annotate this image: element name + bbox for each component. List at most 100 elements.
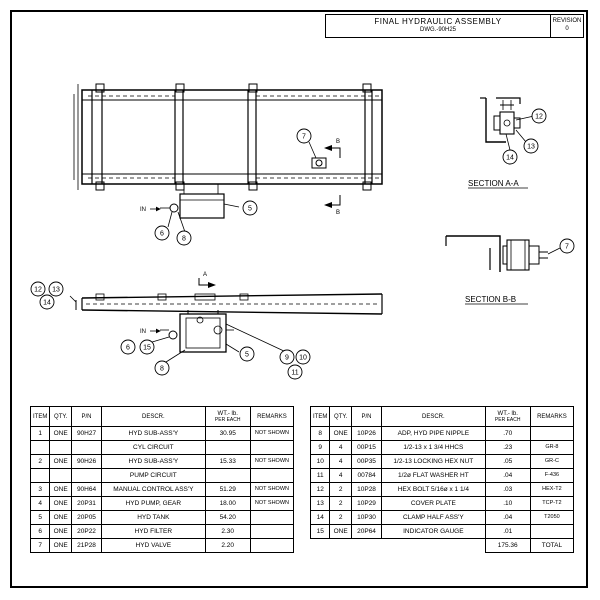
section-b-label: SECTION B-B	[465, 295, 516, 304]
balloon-5-top: 5	[248, 206, 252, 213]
drawing-border	[10, 10, 588, 588]
section-marker-b-top	[324, 145, 341, 208]
bom-cell-remarks	[249, 524, 295, 539]
bom-cell-remarks	[529, 524, 575, 539]
bom-cell-pn: 20P22	[70, 524, 103, 539]
bom-cell-descr: ADP, HYD PIPE NIPPLE	[381, 426, 486, 441]
bom-cell-qty: 4	[329, 454, 352, 469]
balloon-5-bottom: 5	[245, 352, 249, 359]
bom-cell-wt: .01	[484, 524, 531, 539]
bom-cell-remarks: NOT SHOWN	[249, 496, 295, 511]
bom-cell-pn: 21P28	[70, 538, 103, 553]
bom-header-row: ITEM QTY. P/N DESCR. WT.- lb.PER EACH RE…	[309, 406, 575, 427]
bom-cell-wt: .05	[484, 454, 531, 469]
bom-cell-wt: 15.33	[204, 454, 251, 469]
bom-cell-item	[29, 468, 51, 483]
bom-cell-item	[29, 440, 51, 455]
bom-cell-descr: CYL CIRCUIT	[101, 440, 206, 455]
bom-cell-remarks: HEX-T2	[529, 482, 575, 497]
bom-cell-pn: 00P35	[350, 454, 383, 469]
header-wt: WT.- lb.PER EACH	[204, 406, 251, 427]
header-pn: P/N	[350, 406, 383, 427]
header-descr: DESCR.	[101, 406, 206, 427]
assembly-drawing: SECTION A-A SECTION B-B IN IN A B B	[30, 83, 575, 380]
bom-cell-descr: 1/2-13 x 1 3/4 HHCS	[381, 440, 486, 455]
bom-cell-descr: PUMP CIRCUIT	[101, 468, 206, 483]
bom-cell-remarks	[249, 468, 295, 483]
bom-cell-pn: 00P15	[350, 440, 383, 455]
bom-row: PUMP CIRCUIT	[29, 468, 295, 483]
bom-cell-remarks: GR-C	[529, 454, 575, 469]
bom-cell-descr: HYD PUMP, GEAR	[101, 496, 206, 511]
section-arrow-a: A	[203, 272, 207, 278]
bom-header-row: ITEM QTY. P/N DESCR. WT.- lb.PER EACH RE…	[29, 406, 295, 427]
inlet-label-top: IN	[140, 207, 146, 213]
bom-cell-descr: CLAMP HALF ASS'Y	[381, 510, 486, 525]
header-item: ITEM	[29, 406, 51, 427]
bom-cell-wt: 54.20	[204, 510, 251, 525]
bom-cell-descr: HYD SUB-ASS'Y	[101, 426, 206, 441]
balloon-14-section: 14	[506, 155, 514, 162]
bom-cell-descr: INDICATOR GAUGE	[381, 524, 486, 539]
bom-cell-wt: 51.29	[204, 482, 251, 497]
bom-cell-wt: .03	[484, 482, 531, 497]
section-a-a-drawing	[480, 97, 521, 143]
bom-cell-qty: ONE	[49, 426, 72, 441]
balloon-6-top: 6	[160, 231, 164, 238]
revision-label: REVISION	[552, 18, 582, 24]
bom-cell-qty: ONE	[49, 510, 72, 525]
bom-cell-descr: 1/2-13 LOCKING HEX NUT	[381, 454, 486, 469]
balloon-6-bottom: 6	[126, 345, 130, 352]
balloon-12-side: 12	[34, 287, 42, 294]
balloon-14-side: 14	[43, 300, 51, 307]
bom-cell-descr: HYD VALVE	[101, 538, 206, 553]
bom-cell-item: 9	[309, 440, 331, 455]
leader-lines	[69, 115, 561, 363]
bom-cell-remarks: TCP-T2	[529, 496, 575, 511]
bom-cell-wt: .10	[484, 496, 531, 511]
bom-cell-item: 5	[29, 510, 51, 525]
bom-cell-descr: HYD FILTER	[101, 524, 206, 539]
balloon-7-top: 7	[302, 134, 306, 141]
revision-value: 0	[565, 26, 569, 32]
bom-cell-remarks: T2050	[529, 510, 575, 525]
balloons	[30, 108, 575, 380]
bom-cell-item: 2	[29, 454, 51, 469]
bom-cell-remarks	[249, 440, 295, 455]
bom-cell-descr: HEX BOLT 5/16ø x 1 1/4	[381, 482, 486, 497]
bom-cell-item: 6	[29, 524, 51, 539]
title-main: FINAL HYDRAULIC ASSEMBLY DWG.-90H25	[326, 15, 551, 37]
bom-table-right: ITEM QTY. P/N DESCR. WT.- lb.PER EACH RE…	[309, 406, 575, 553]
header-qty: QTY.	[329, 406, 352, 427]
side-view-frame	[75, 293, 383, 353]
header-remarks: REMARKS	[529, 406, 575, 427]
bom-cell-wt: 30.95	[204, 426, 251, 441]
title-block: FINAL HYDRAULIC ASSEMBLY DWG.-90H25 REVI…	[325, 14, 584, 38]
bom-cell-remarks	[249, 538, 295, 553]
bom-cell-wt: 18.00	[204, 496, 251, 511]
bom-cell-qty: 2	[329, 482, 352, 497]
section-arrow-b-upper: B	[336, 139, 340, 145]
balloon-11-bottom: 11	[291, 370, 298, 377]
bom-cell-wt: .23	[484, 440, 531, 455]
bom-cell-pn: 20P64	[350, 524, 383, 539]
bom-total-label: TOTAL	[529, 538, 575, 553]
balloon-13-section: 13	[527, 144, 535, 151]
bom-cell-descr: COVER PLATE	[381, 496, 486, 511]
bom-cell-item: 8	[309, 426, 331, 441]
bom-row: CYL CIRCUIT	[29, 440, 295, 455]
bom-cell-item: 1	[29, 426, 51, 441]
balloon-8-top: 8	[182, 236, 186, 243]
bom-cell-remarks: F-436	[529, 468, 575, 483]
header-wt: WT.- lb.PER EACH	[484, 406, 531, 427]
